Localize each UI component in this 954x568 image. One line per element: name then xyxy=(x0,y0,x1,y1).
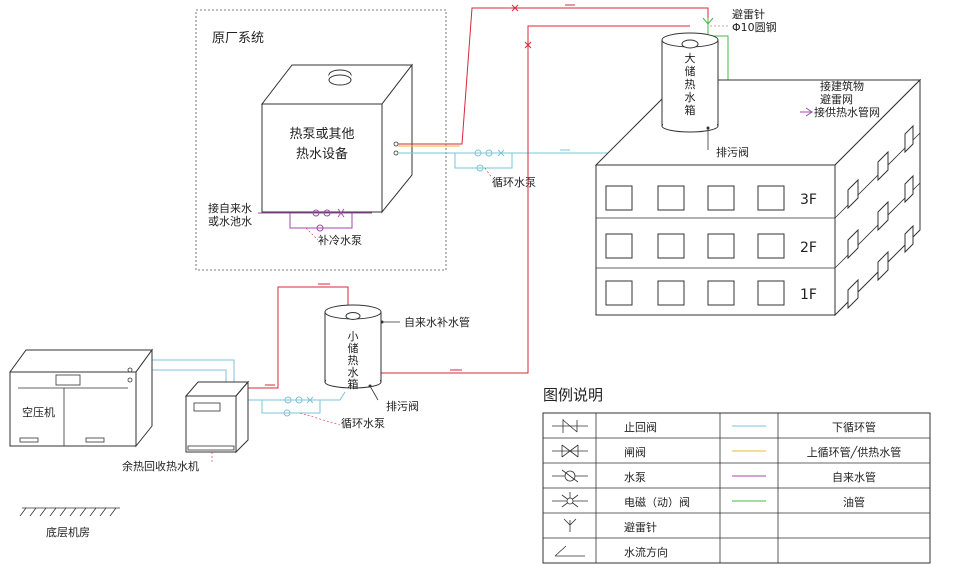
tank-char: 热 xyxy=(685,78,696,91)
makeup-pump-icon xyxy=(312,209,320,217)
basement-label: 底层机房 xyxy=(46,525,90,539)
gate-valve-icon-top xyxy=(511,4,519,12)
legend-symbol-0: 止回阀 xyxy=(624,420,657,434)
gate-valve-icon-side xyxy=(524,41,532,49)
equipment-label-2: 热水设备 xyxy=(296,146,348,162)
large-storage-tank: 大储热水箱 排污阀 避雷针 Φ10圆钢 接建筑物 避雷网 接供热水管网 xyxy=(661,7,880,159)
large-tank-label: 大储热水箱 xyxy=(685,51,696,117)
tank-char: 水 xyxy=(685,91,696,104)
red-small-loop xyxy=(248,286,349,389)
legend-symbol-2: 水泵 xyxy=(624,471,646,484)
floor-1: 1F xyxy=(605,280,817,306)
oil-pipe xyxy=(712,35,820,81)
large-drain-label: 排污阀 xyxy=(716,145,749,159)
compressor-front xyxy=(9,371,137,447)
steel-spec-label: Φ10圆钢 xyxy=(732,21,777,34)
tank-char: 小 xyxy=(348,330,359,343)
circ-pump-icon-bottom xyxy=(284,396,292,404)
air-compressor: 空压机 xyxy=(9,348,153,448)
heat-recovery-label: 余热回收热水机 xyxy=(122,459,199,473)
side-windows xyxy=(847,124,914,310)
tap-water-label-2: 或水池水 xyxy=(208,215,252,228)
makeup-pipe-label: 自来水补水管 xyxy=(404,315,470,329)
small-storage-tank: 小储热水箱 自来水补水管 排污阀 xyxy=(324,304,470,413)
legend-symbol-1: 闸阀 xyxy=(624,445,646,459)
floor-label-1: 1F xyxy=(800,287,817,303)
tank-char: 储 xyxy=(685,64,696,78)
to-building-label-2: 避雷网 xyxy=(820,92,853,106)
tank-char: 大 xyxy=(685,51,696,65)
legend-symbol-4: 避雷针 xyxy=(624,520,657,534)
basement-marker: 底层机房 xyxy=(19,507,120,539)
floor-label-3: 3F xyxy=(800,192,817,208)
equipment-label-1: 热泵或其他 xyxy=(289,127,354,142)
air-compressor-label: 空压机 xyxy=(22,405,55,419)
legend-line-label-3: 油管 xyxy=(843,495,865,509)
flow-direction-icon xyxy=(554,545,585,557)
original-system-frame xyxy=(195,9,447,271)
red-return-pipe xyxy=(365,25,690,374)
legend-title: 图例说明 xyxy=(543,386,603,404)
lightning-rod-icon xyxy=(702,17,714,34)
circ-pump-icon-top xyxy=(474,149,482,157)
original-system-group: 原厂系统 热泵或其他 热水设备 接自来水 或水池水 补冷水泵 xyxy=(195,9,447,271)
check-valve-icon xyxy=(552,419,588,433)
legend-symbol-5: 水流方向 xyxy=(624,545,668,559)
heat-recovery-front xyxy=(185,395,237,453)
makeup-pump-icon-2 xyxy=(323,209,331,217)
legend-line-label-2: 自来水管 xyxy=(832,470,876,484)
tank-char: 箱 xyxy=(685,103,696,117)
tank-char: 水 xyxy=(348,366,359,379)
small-tank-body xyxy=(324,311,382,383)
legend: 图例说明 止回阀 闸阀 水泵 电磁（动）阀 避雷针 水流方向 下 xyxy=(542,386,931,564)
makeup-pump-label: 补冷水泵 xyxy=(318,234,362,247)
makeup-valve-icon xyxy=(337,208,345,218)
original-system-title: 原厂系统 xyxy=(212,31,264,46)
tank-char: 热 xyxy=(348,354,359,367)
water-pump-icon xyxy=(552,469,588,483)
to-building-label-1: 接建筑物 xyxy=(820,79,864,93)
equipment-front xyxy=(261,103,383,213)
tap-water-label-1: 接自来水 xyxy=(208,202,252,215)
legend-line-label-1: 上循环管╱供热水管 xyxy=(807,445,902,459)
top-circ-pump-label: 循环水泵 xyxy=(492,176,536,189)
floor-label-2: 2F xyxy=(800,240,817,256)
gate-valve-icon xyxy=(552,444,588,458)
floor-2: 2F xyxy=(605,233,817,259)
small-tank-label: 小储热水箱 xyxy=(348,330,359,391)
lightning-rod-legend-icon xyxy=(563,518,577,532)
tank-char: 储 xyxy=(348,341,359,355)
floor-3: 3F xyxy=(605,185,817,211)
makeup-pump-icon-3 xyxy=(316,224,324,232)
lightning-rod-label: 避雷针 xyxy=(732,7,765,21)
bottom-circ-pump-label: 循环水泵 xyxy=(341,417,385,430)
legend-line-label-0: 下循环管 xyxy=(832,420,876,434)
red-supply-pipe xyxy=(398,7,709,145)
small-drain-label: 排污阀 xyxy=(386,399,419,413)
legend-symbol-3: 电磁（动）阀 xyxy=(624,495,690,509)
heat-recovery-unit: 余热回收热水机 xyxy=(122,380,250,473)
building: 3F 2F 1F xyxy=(594,78,922,317)
to-supply-label: 接供热水管网 xyxy=(814,105,880,119)
tank-char: 箱 xyxy=(348,377,359,391)
